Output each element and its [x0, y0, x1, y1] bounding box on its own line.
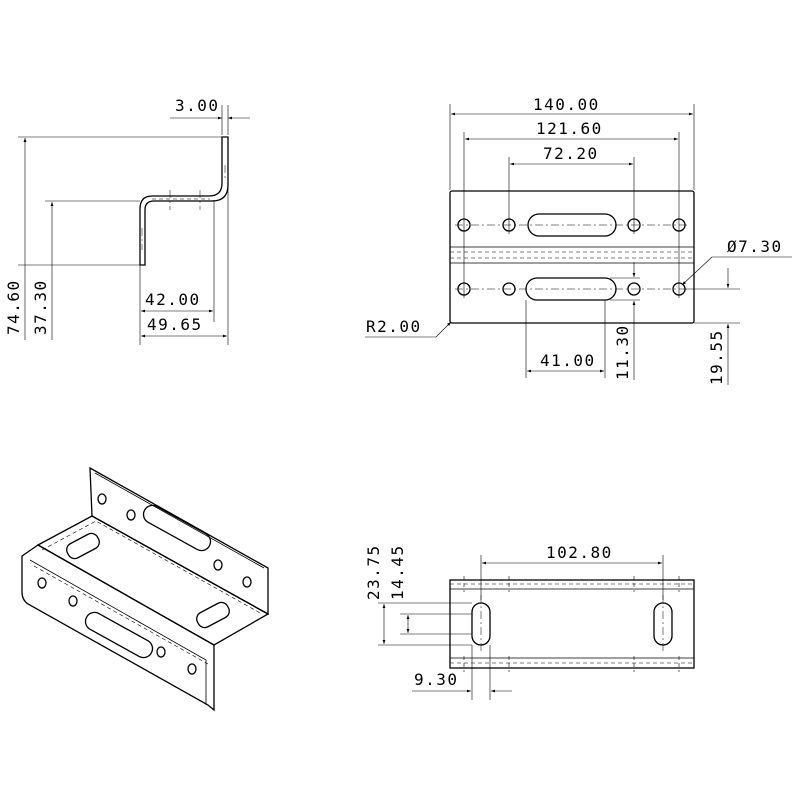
- side-view-profile: [139, 136, 229, 266]
- flange-edge: [94, 472, 265, 569]
- iso-hole: [156, 646, 166, 658]
- hidden-edge: [33, 565, 209, 665]
- leader-line: [681, 256, 713, 286]
- dim-slot-length: 41.00: [540, 351, 596, 370]
- front-view-outline: [449, 190, 695, 324]
- leader-line: [435, 321, 452, 338]
- dim-overall-width: 140.00: [533, 95, 600, 114]
- hidden-edge: [41, 520, 263, 615]
- dim-step-height: 37.30: [31, 279, 50, 335]
- dim-thickness: 3.00: [175, 96, 220, 115]
- iso-hole: [126, 509, 136, 521]
- dim-hole-row-offset: 19.55: [707, 329, 726, 385]
- iso-hole: [187, 663, 197, 675]
- dim-hole-diameter: Ø7.30: [727, 237, 783, 256]
- side-view: 3.00 74.60 37.30 42.00 49.65: [4, 96, 250, 345]
- iso-hole: [37, 577, 47, 589]
- iso-slot: [84, 611, 154, 659]
- iso-slot: [142, 504, 212, 552]
- flange-edge: [29, 559, 207, 705]
- back-flange: [89, 466, 269, 616]
- web-plate: [36, 515, 270, 646]
- dim-inner-depth: 42.00: [145, 290, 201, 309]
- dim-corner-radius: R2.00: [366, 317, 422, 336]
- iso-hole: [68, 595, 78, 607]
- dim-slot-depth: 23.75: [364, 544, 383, 600]
- dim-slot-pitch: 102.80: [546, 543, 613, 562]
- iso-hole: [213, 559, 223, 571]
- dim-hole-pitch-outer: 121.60: [536, 119, 603, 138]
- iso-slot: [196, 601, 230, 629]
- iso-hole: [242, 576, 252, 588]
- iso-slot: [66, 532, 100, 560]
- dim-slot-length: 14.45: [388, 544, 407, 600]
- bottom-view-outline: [449, 579, 695, 669]
- iso-hole: [97, 493, 107, 505]
- dim-outer-depth: 49.65: [147, 315, 203, 334]
- bottom-view: 102.80 23.75 14.45 9.30: [364, 543, 695, 700]
- dim-hole-pitch-inner: 72.20: [543, 144, 599, 163]
- dim-slot-offset: 11.30: [613, 324, 632, 380]
- dim-slot-width: 9.30: [414, 670, 459, 689]
- isometric-view: [21, 466, 270, 712]
- dim-overall-height: 74.60: [4, 279, 23, 335]
- front-view: 140.00 121.60 72.20 Ø7.30 R2.00 41.00 11…: [365, 95, 792, 385]
- front-flange: [21, 544, 215, 712]
